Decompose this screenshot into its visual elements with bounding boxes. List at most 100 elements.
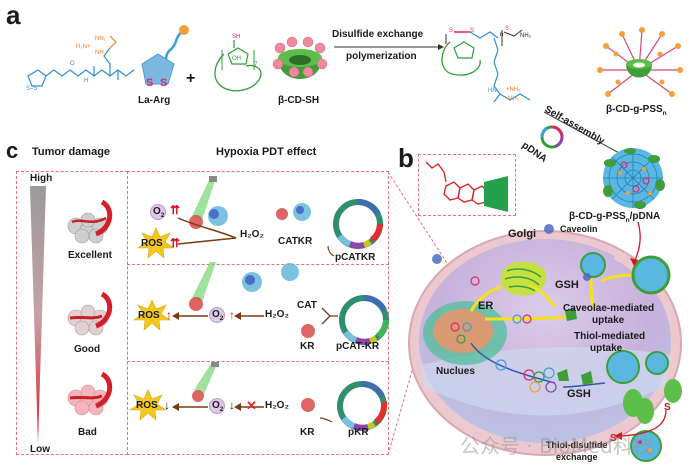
ros-label-row2: ROS — [138, 310, 160, 321]
cholesterol-structure-icon — [425, 161, 508, 212]
pdt-light-and-enzyme-row1 — [177, 176, 237, 245]
light-beam-icon — [192, 262, 216, 302]
trafficking-arrows — [469, 273, 636, 321]
thiol-s-label-bottom: S — [610, 433, 617, 444]
chem-nh-amide: H — [84, 78, 89, 84]
o2-subscript: 2 — [160, 212, 165, 219]
chem-nh: NH — [95, 50, 104, 56]
alkyl-chain — [45, 69, 103, 77]
scale-low-label: Low — [30, 444, 50, 455]
cd-caps — [603, 148, 665, 209]
arrow-o2-to-ros-row3 — [172, 403, 208, 411]
kr-protein-icon-row3 — [301, 398, 315, 412]
plasmid-pkr-label: pKR — [348, 427, 369, 438]
bcd-sh-chemical-structure — [214, 40, 262, 92]
plus-sign: + — [186, 70, 196, 87]
plasmid-pcatkr-icon — [333, 199, 383, 249]
light-beam-icon — [192, 178, 216, 220]
thiol-proteins — [623, 379, 682, 424]
o2-label-row3: O2 — [212, 400, 223, 413]
o2-bubble-row1 — [150, 204, 166, 220]
bcd-g-pssn-label-main: β-CD-g-PSS — [606, 104, 663, 115]
arrow-plasmid-to-kr — [319, 417, 333, 423]
ros-label-row1: ROS — [141, 238, 163, 249]
arginine-head-icon — [179, 25, 189, 35]
reaction-label-line2: polymerization — [346, 51, 417, 62]
watermark: 公众号 · BioMed科技 — [460, 434, 653, 458]
caveolae-uptake-line2: uptake — [592, 315, 625, 326]
o2-letter: O — [153, 206, 161, 217]
uptake-arrow — [630, 221, 641, 266]
nanoparticle-label-suffix: /pDNA — [629, 211, 661, 222]
chem-o-carbonyl: O — [70, 61, 75, 67]
o2-subscript: 2 — [219, 315, 224, 322]
thiol-uptake-line1: Thiol-mediated — [574, 331, 646, 342]
caveolae-uptake-line1: Caveolae-mediated — [563, 303, 655, 314]
la-arg-cartoon: S S — [141, 25, 189, 89]
h2o2-row1: H₂O₂ — [240, 229, 264, 240]
ros-star-row1 — [137, 227, 175, 259]
panel-a-letter: a — [6, 0, 21, 30]
thiol-s-label-top: S — [664, 402, 671, 413]
nanoparticle-label-sub: n — [625, 217, 630, 224]
arrow-h2o2-to-o2 — [234, 312, 264, 320]
o2-double-up-arrow: ⇈ — [170, 203, 181, 217]
arrow-plasmid-to-catkr — [327, 245, 335, 257]
nucleus-icon — [433, 309, 493, 353]
polymer-chemical-structure — [441, 29, 531, 103]
caveolin-proteins — [432, 224, 591, 281]
enzyme-kr-row3: KR — [300, 427, 315, 438]
split-arrow-row2 — [321, 307, 338, 325]
blocked-arrow-h2o2-to-o2 — [234, 403, 264, 411]
chem-seven: 7 — [254, 62, 258, 68]
chem-h2n-plus: H₂N+ — [76, 44, 91, 50]
panel-c-letter: c — [6, 138, 19, 163]
o2-letter: O — [212, 400, 220, 411]
la-arg-chemical-structure — [27, 35, 135, 87]
enzyme-cat: CAT — [297, 300, 317, 311]
o2-letter: O — [212, 309, 220, 320]
bcd-g-pssn-cartoon — [597, 27, 683, 97]
plasmid-pcatkr-label: pCATKR — [335, 252, 376, 263]
row-divider-1 — [127, 264, 389, 265]
ros-star-row2 — [133, 299, 171, 331]
bcd-sh-label: β-CD-SH — [278, 95, 320, 106]
la-arg-label: La-Arg — [138, 95, 171, 106]
guanidinium-group — [109, 35, 117, 49]
plasmid-pcat-kr-label: pCAT-KR — [336, 341, 380, 352]
enzyme-kr-row2: KR — [300, 341, 315, 352]
outcome-good: Good — [74, 344, 101, 355]
thiol-exchange-arrow — [614, 409, 667, 440]
tumor-damage-title: Tumor damage — [32, 146, 111, 158]
sulfur-right-icon: S — [160, 77, 167, 89]
gsh-top-label: GSH — [555, 279, 579, 291]
ros-up-arrow: ↑ — [166, 308, 172, 322]
sulfur-left-icon: S — [146, 77, 153, 89]
o2-label-row2: O2 — [212, 309, 223, 322]
tumor-icon-excellent — [67, 199, 113, 244]
chem-s-right: S — [470, 28, 475, 34]
chem-s-terminal: S — [505, 26, 510, 32]
damage-gradient-wedge — [30, 186, 46, 444]
chem-s-left: S — [449, 28, 454, 34]
light-beam-icon — [194, 362, 218, 394]
ros-star-row3 — [129, 389, 167, 421]
gsh-arrow — [562, 382, 606, 388]
exchange-nanoparticle-icon — [630, 430, 662, 462]
laser-tip-icon — [209, 176, 217, 182]
ros-double-up-arrow: ⇈ — [170, 236, 181, 250]
nanoparticle-label-main: β-CD-g-PSS — [569, 211, 626, 222]
outcome-excellent: Excellent — [68, 250, 112, 261]
caveolin-label: Caveolin — [560, 224, 598, 234]
tumor-icon-bad — [67, 371, 113, 416]
chem-plus-nh2: +NH₂ — [506, 87, 521, 93]
enzyme-catkr: CATKR — [278, 236, 313, 247]
chem-nh2-terminal: NH₂ — [520, 33, 531, 39]
thiol-exchange-line1: Thiol-disulfide — [546, 440, 608, 450]
chem-nh2: NH₂ — [95, 36, 106, 42]
kr-protein-icon — [189, 297, 203, 311]
bcd-g-pssn-label: β-CD-g-PSSn — [606, 104, 667, 117]
thiol-exchange-line2: exchange — [556, 452, 598, 462]
ros-down-arrow: ↓ — [164, 398, 170, 412]
bcd-sh-cartoon — [272, 36, 328, 79]
